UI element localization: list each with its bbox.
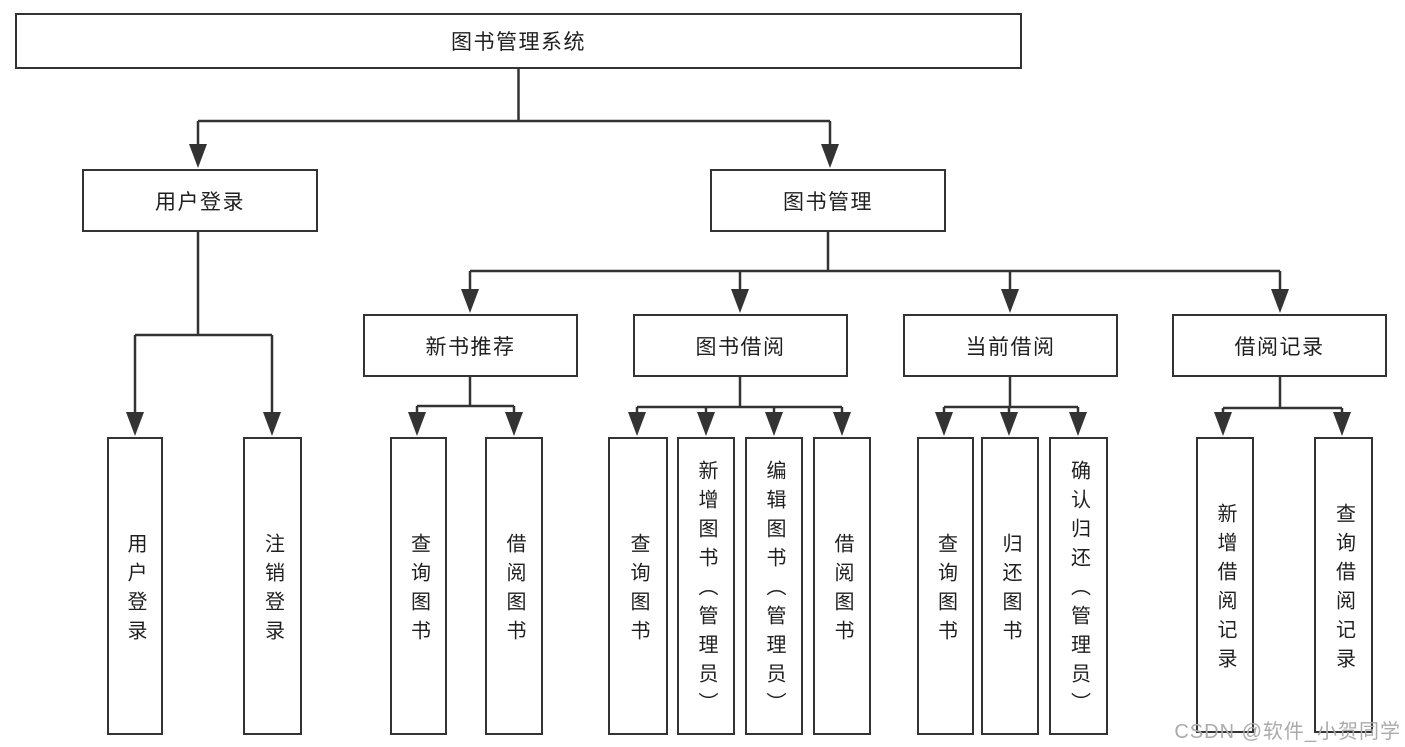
- node-book-management: 图书管理: [710, 169, 946, 232]
- node-current-borrow: 当前借阅: [903, 314, 1118, 377]
- leaf-query-borrow-record: 查询借阅记录: [1314, 437, 1373, 733]
- leaf-add-books-admin: 新增图书（管理员）: [677, 437, 735, 735]
- node-library-management-system: 图书管理系统: [15, 13, 1022, 69]
- leaf-query-books: 查询图书: [917, 437, 974, 735]
- leaf-query-books: 查询图书: [608, 437, 668, 735]
- node-borrow-records: 借阅记录: [1172, 314, 1387, 377]
- node-book-borrow: 图书借阅: [633, 314, 848, 377]
- leaf-add-borrow-record: 新增借阅记录: [1196, 437, 1254, 733]
- leaf-borrow-books: 借阅图书: [485, 437, 543, 735]
- leaf-confirm-return-admin: 确认归还（管理员）: [1049, 437, 1108, 735]
- leaf-return-books: 归还图书: [981, 437, 1039, 735]
- csdn-watermark: CSDN @软件_小贺同学: [1174, 721, 1401, 743]
- leaf-logout: 注销登录: [243, 437, 302, 735]
- leaf-borrow-books: 借阅图书: [813, 437, 871, 735]
- leaf-query-books: 查询图书: [390, 437, 447, 735]
- node-new-book-recommend: 新书推荐: [363, 314, 578, 377]
- node-user-login: 用户登录: [82, 169, 318, 232]
- leaf-user-login: 用户登录: [107, 437, 163, 735]
- leaf-edit-books-admin: 编辑图书（管理员）: [745, 437, 803, 735]
